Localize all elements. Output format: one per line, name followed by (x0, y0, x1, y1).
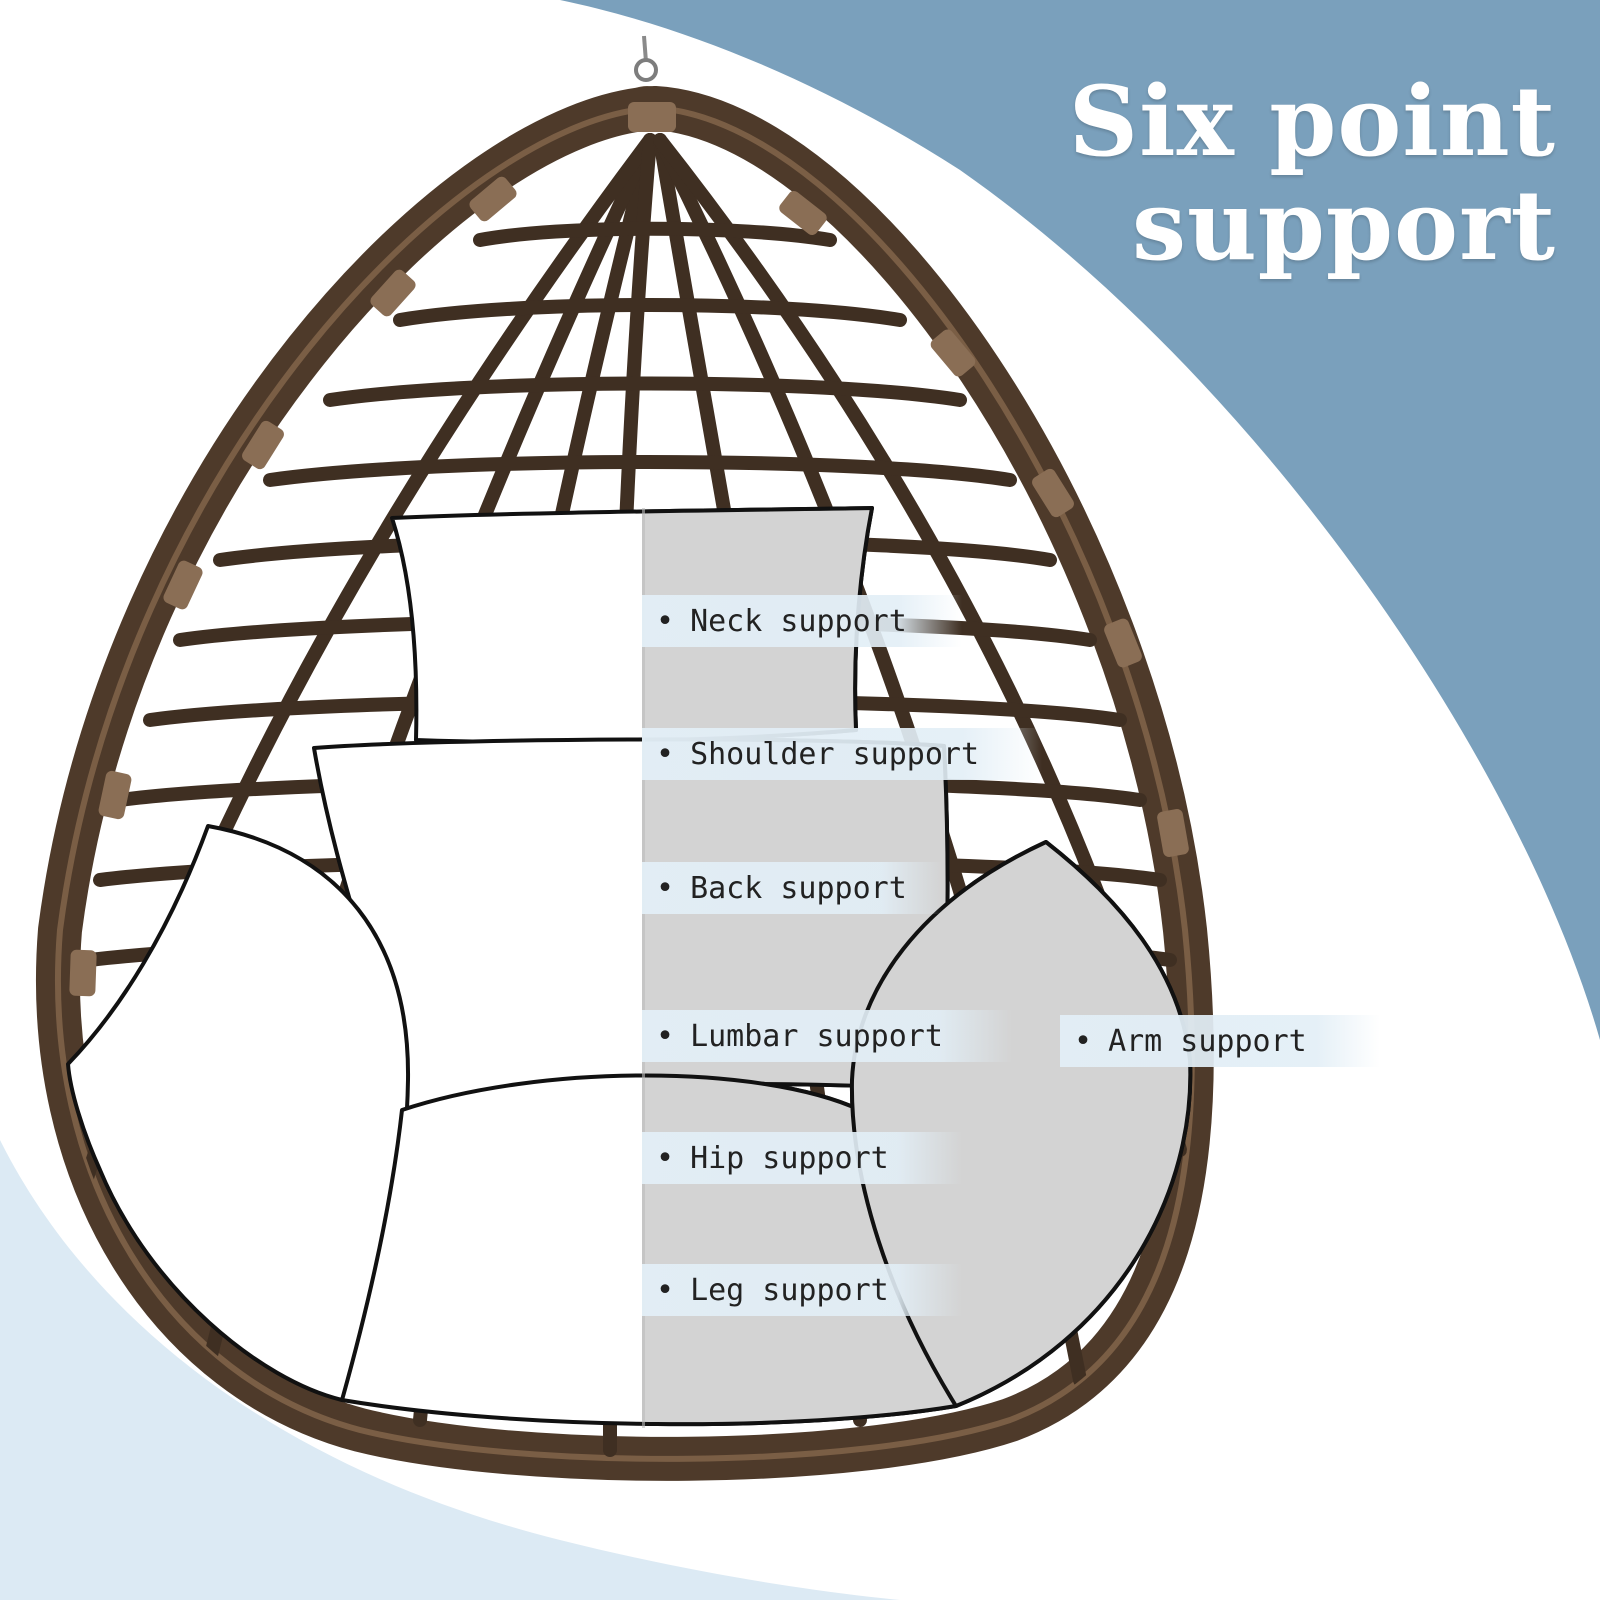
label-neck-support: • Neck support (642, 595, 962, 647)
headline-line-2: support (1131, 169, 1556, 282)
label-hip-support: • Hip support (642, 1132, 962, 1184)
label-leg-support: • Leg support (642, 1264, 962, 1316)
bullet-icon: • (656, 870, 675, 906)
blue-curved-band (560, 0, 1600, 1040)
bullet-icon: • (1074, 1023, 1093, 1059)
bullet-icon: • (656, 603, 675, 639)
bullet-icon: • (656, 736, 675, 772)
bullet-icon: • (656, 1018, 675, 1054)
left-arm-cushion (66, 824, 411, 1402)
label-lumbar-support: • Lumbar support (642, 1010, 1012, 1062)
label-arm-support: • Arm support (1060, 1015, 1380, 1067)
light-blue-corner (0, 1140, 900, 1600)
label-shoulder-support: • Shoulder support (642, 728, 1042, 780)
headline-line-1: Six point (1068, 65, 1556, 178)
headline: Six point support (916, 70, 1556, 278)
bullet-icon: • (656, 1272, 675, 1308)
label-back-support: • Back support (642, 862, 942, 914)
bullet-icon: • (656, 1140, 675, 1176)
